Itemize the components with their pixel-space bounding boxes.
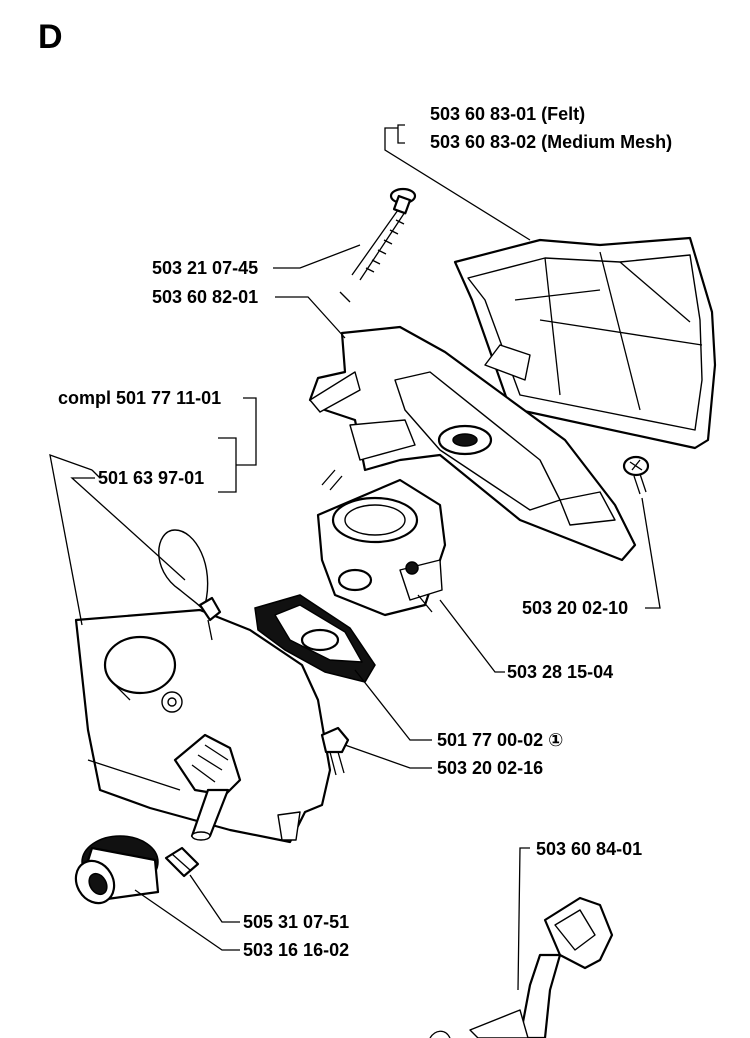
label-cover: 501 63 97-01 xyxy=(98,468,204,488)
leader-screw-long-2 xyxy=(339,291,351,303)
leader-bushing xyxy=(189,874,240,923)
label-carburetor: 503 28 15-04 xyxy=(507,662,613,682)
bracket-part xyxy=(429,896,614,1038)
leader-screw-cover xyxy=(641,497,661,609)
leader-gasket xyxy=(354,669,432,741)
gasket-part xyxy=(254,594,376,683)
knob-part xyxy=(74,835,160,905)
bushing-part xyxy=(164,846,200,878)
label-compl: compl 501 77 11-01 xyxy=(58,388,221,408)
label-bracket: 503 60 84-01 xyxy=(536,839,642,859)
label-screw-cover: 503 20 02-10 xyxy=(522,598,628,618)
label-screw-small: 503 20 02-16 xyxy=(437,758,543,778)
cable-loop-part xyxy=(158,529,222,641)
screw-cover-part xyxy=(622,455,650,495)
leader-filter-holder xyxy=(275,296,346,339)
label-bushing: 505 31 07-51 xyxy=(243,912,349,932)
filter-holder-part xyxy=(308,325,637,562)
label-felt: 503 60 83-01 (Felt) xyxy=(430,104,585,124)
screw-long-part xyxy=(351,187,417,281)
label-filter-holder: 503 60 82-01 xyxy=(152,287,258,307)
carburetor-part xyxy=(316,469,447,617)
section-letter: D xyxy=(38,18,63,56)
leader-screw-long xyxy=(273,244,361,269)
leader-knob xyxy=(134,889,240,951)
leader-carburetor xyxy=(439,599,505,673)
screw-small-part xyxy=(320,726,350,776)
leader-bracket xyxy=(517,847,530,991)
leader-cover xyxy=(49,454,186,626)
leader-compl xyxy=(218,397,257,493)
label-mesh: 503 60 83-02 (Medium Mesh) xyxy=(430,132,672,152)
label-gasket: 501 77 00-02 ① xyxy=(437,730,563,750)
cover-part xyxy=(74,608,332,844)
leader-screw-small xyxy=(344,744,432,769)
label-screw-long: 503 21 07-45 xyxy=(152,258,258,278)
label-knob: 503 16 16-02 xyxy=(243,940,349,960)
leader-filter xyxy=(384,124,531,241)
